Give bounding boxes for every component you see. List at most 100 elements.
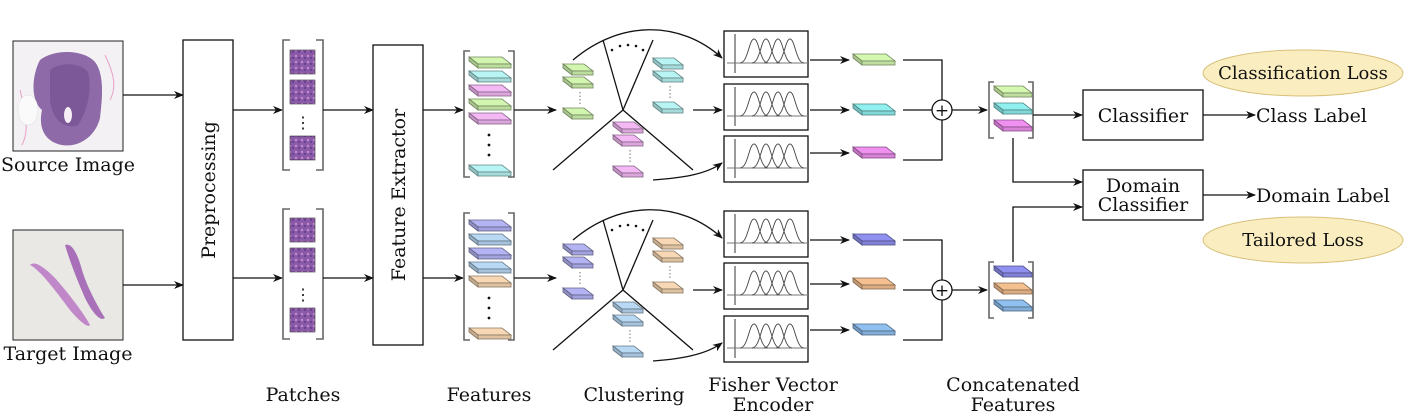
caption-features: Features	[447, 384, 532, 406]
cluster-cyan	[651, 57, 685, 114]
target-image	[12, 229, 124, 341]
fisher-vector	[851, 323, 897, 336]
caption-fisher-line1: Fisher Vector	[708, 374, 839, 396]
feature-vector	[561, 256, 595, 269]
domain-classifier-label-line1: Domain	[1106, 175, 1180, 197]
feature-vector	[611, 165, 645, 178]
classifier-block	[1082, 89, 1204, 141]
gmm-plot-box	[723, 315, 809, 363]
feature-slab-green	[467, 98, 513, 111]
cluster-purple	[561, 243, 595, 300]
fisher-vector-encoder: ++	[723, 30, 988, 363]
feature-vector	[651, 101, 685, 114]
patches-ellipsis: ⋮	[295, 113, 311, 132]
source-patches: ⋮	[282, 39, 324, 171]
concat-slab-blue	[992, 299, 1034, 312]
concatenation-node: +	[903, 239, 988, 341]
features-ellipsis	[487, 296, 491, 320]
feature-vector	[611, 345, 645, 358]
feature-slab-pink	[467, 84, 513, 97]
feature-extractor-label: Feature Extractor	[388, 108, 410, 281]
feature-slab-blue	[467, 233, 513, 246]
plus-icon: +	[935, 281, 949, 301]
feature-vector	[651, 70, 685, 83]
classifier-label: Classifier	[1098, 105, 1189, 127]
features-ellipsis	[487, 133, 491, 157]
feature-vector	[561, 63, 595, 76]
target-concatenated-features	[988, 261, 1034, 319]
feature-vector	[651, 281, 685, 294]
feature-vector	[561, 243, 595, 256]
target-clustering	[552, 209, 723, 362]
concat-slab-orange	[992, 282, 1034, 295]
arrow-source-concat-to-domain-classifier	[1012, 138, 1083, 186]
feature-vector	[611, 301, 645, 314]
feature-slab-green	[467, 56, 513, 69]
patches-ellipsis: ⋮	[295, 285, 311, 304]
caption-patches: Patches	[266, 384, 341, 406]
feature-extractor-block	[372, 44, 424, 346]
source-features-stack	[463, 50, 515, 178]
concat-slab-pink	[992, 119, 1034, 132]
cluster-blue	[611, 301, 645, 358]
arrow-target-concat-to-domain-classifier	[1012, 203, 1083, 262]
concat-slab-purple	[992, 265, 1034, 278]
source-concatenated-features	[988, 81, 1034, 139]
caption-concat-line2: Features	[971, 394, 1056, 416]
fisher-vector	[851, 146, 897, 159]
cluster-green	[561, 63, 595, 120]
caption-fisher-line2: Encoder	[733, 394, 815, 416]
gmm-plot-box	[723, 135, 809, 183]
source-image-label: Source Image	[1, 154, 135, 176]
source-clustering	[552, 29, 723, 181]
feature-vector	[611, 314, 645, 327]
preprocessing-label: Preprocessing	[198, 121, 220, 259]
caption-clustering: Clustering	[583, 384, 684, 406]
tailored-loss-label: Tailored Loss	[1242, 230, 1363, 251]
domain-classifier-block	[1082, 169, 1204, 221]
cluster-pink	[611, 121, 645, 178]
target-image-label: Target Image	[4, 343, 133, 365]
feature-vector	[561, 107, 595, 120]
caption-concat-line1: Concatenated	[946, 374, 1080, 396]
gmm-plot-box	[723, 30, 809, 78]
source-image	[12, 40, 124, 152]
feature-vector	[651, 57, 685, 70]
feature-slab-pink	[467, 112, 513, 125]
feature-slab-cyan	[467, 70, 513, 83]
feature-slab-purple	[467, 247, 513, 260]
preprocessing-block	[182, 39, 234, 341]
feature-vector	[561, 287, 595, 300]
fisher-vector	[851, 277, 897, 290]
feature-slab-purple	[467, 219, 513, 232]
gmm-plot-box	[723, 262, 809, 310]
fisher-vector	[851, 53, 897, 66]
class-label-output: Class Label	[1256, 105, 1367, 127]
tailored-loss-ellipse	[1202, 216, 1404, 264]
cluster-orange	[651, 237, 685, 294]
feature-slab-orange	[467, 327, 513, 340]
feature-vector	[651, 237, 685, 250]
concatenation-node: +	[903, 59, 988, 161]
gmm-plot-box	[723, 210, 809, 258]
target-patches: ⋮	[282, 208, 324, 340]
feature-slab-orange	[467, 275, 513, 288]
feature-vector	[611, 121, 645, 134]
domain-classifier-label-line2: Classifier	[1098, 194, 1189, 216]
feature-vector	[611, 134, 645, 147]
classification-loss-label: Classification Loss	[1218, 63, 1388, 84]
fisher-vector	[851, 103, 897, 116]
plus-icon: +	[935, 101, 949, 121]
fisher-vector	[851, 233, 897, 246]
feature-vector	[651, 250, 685, 263]
feature-slab-cyan	[467, 164, 513, 177]
gmm-plot-box	[723, 83, 809, 131]
concat-slab-cyan	[992, 102, 1034, 115]
feature-vector	[561, 76, 595, 89]
feature-slab-blue	[467, 261, 513, 274]
target-features-stack	[463, 212, 515, 341]
classification-loss-ellipse	[1202, 49, 1404, 97]
concat-slab-green	[992, 85, 1034, 98]
domain-label-output: Domain Label	[1256, 185, 1390, 207]
